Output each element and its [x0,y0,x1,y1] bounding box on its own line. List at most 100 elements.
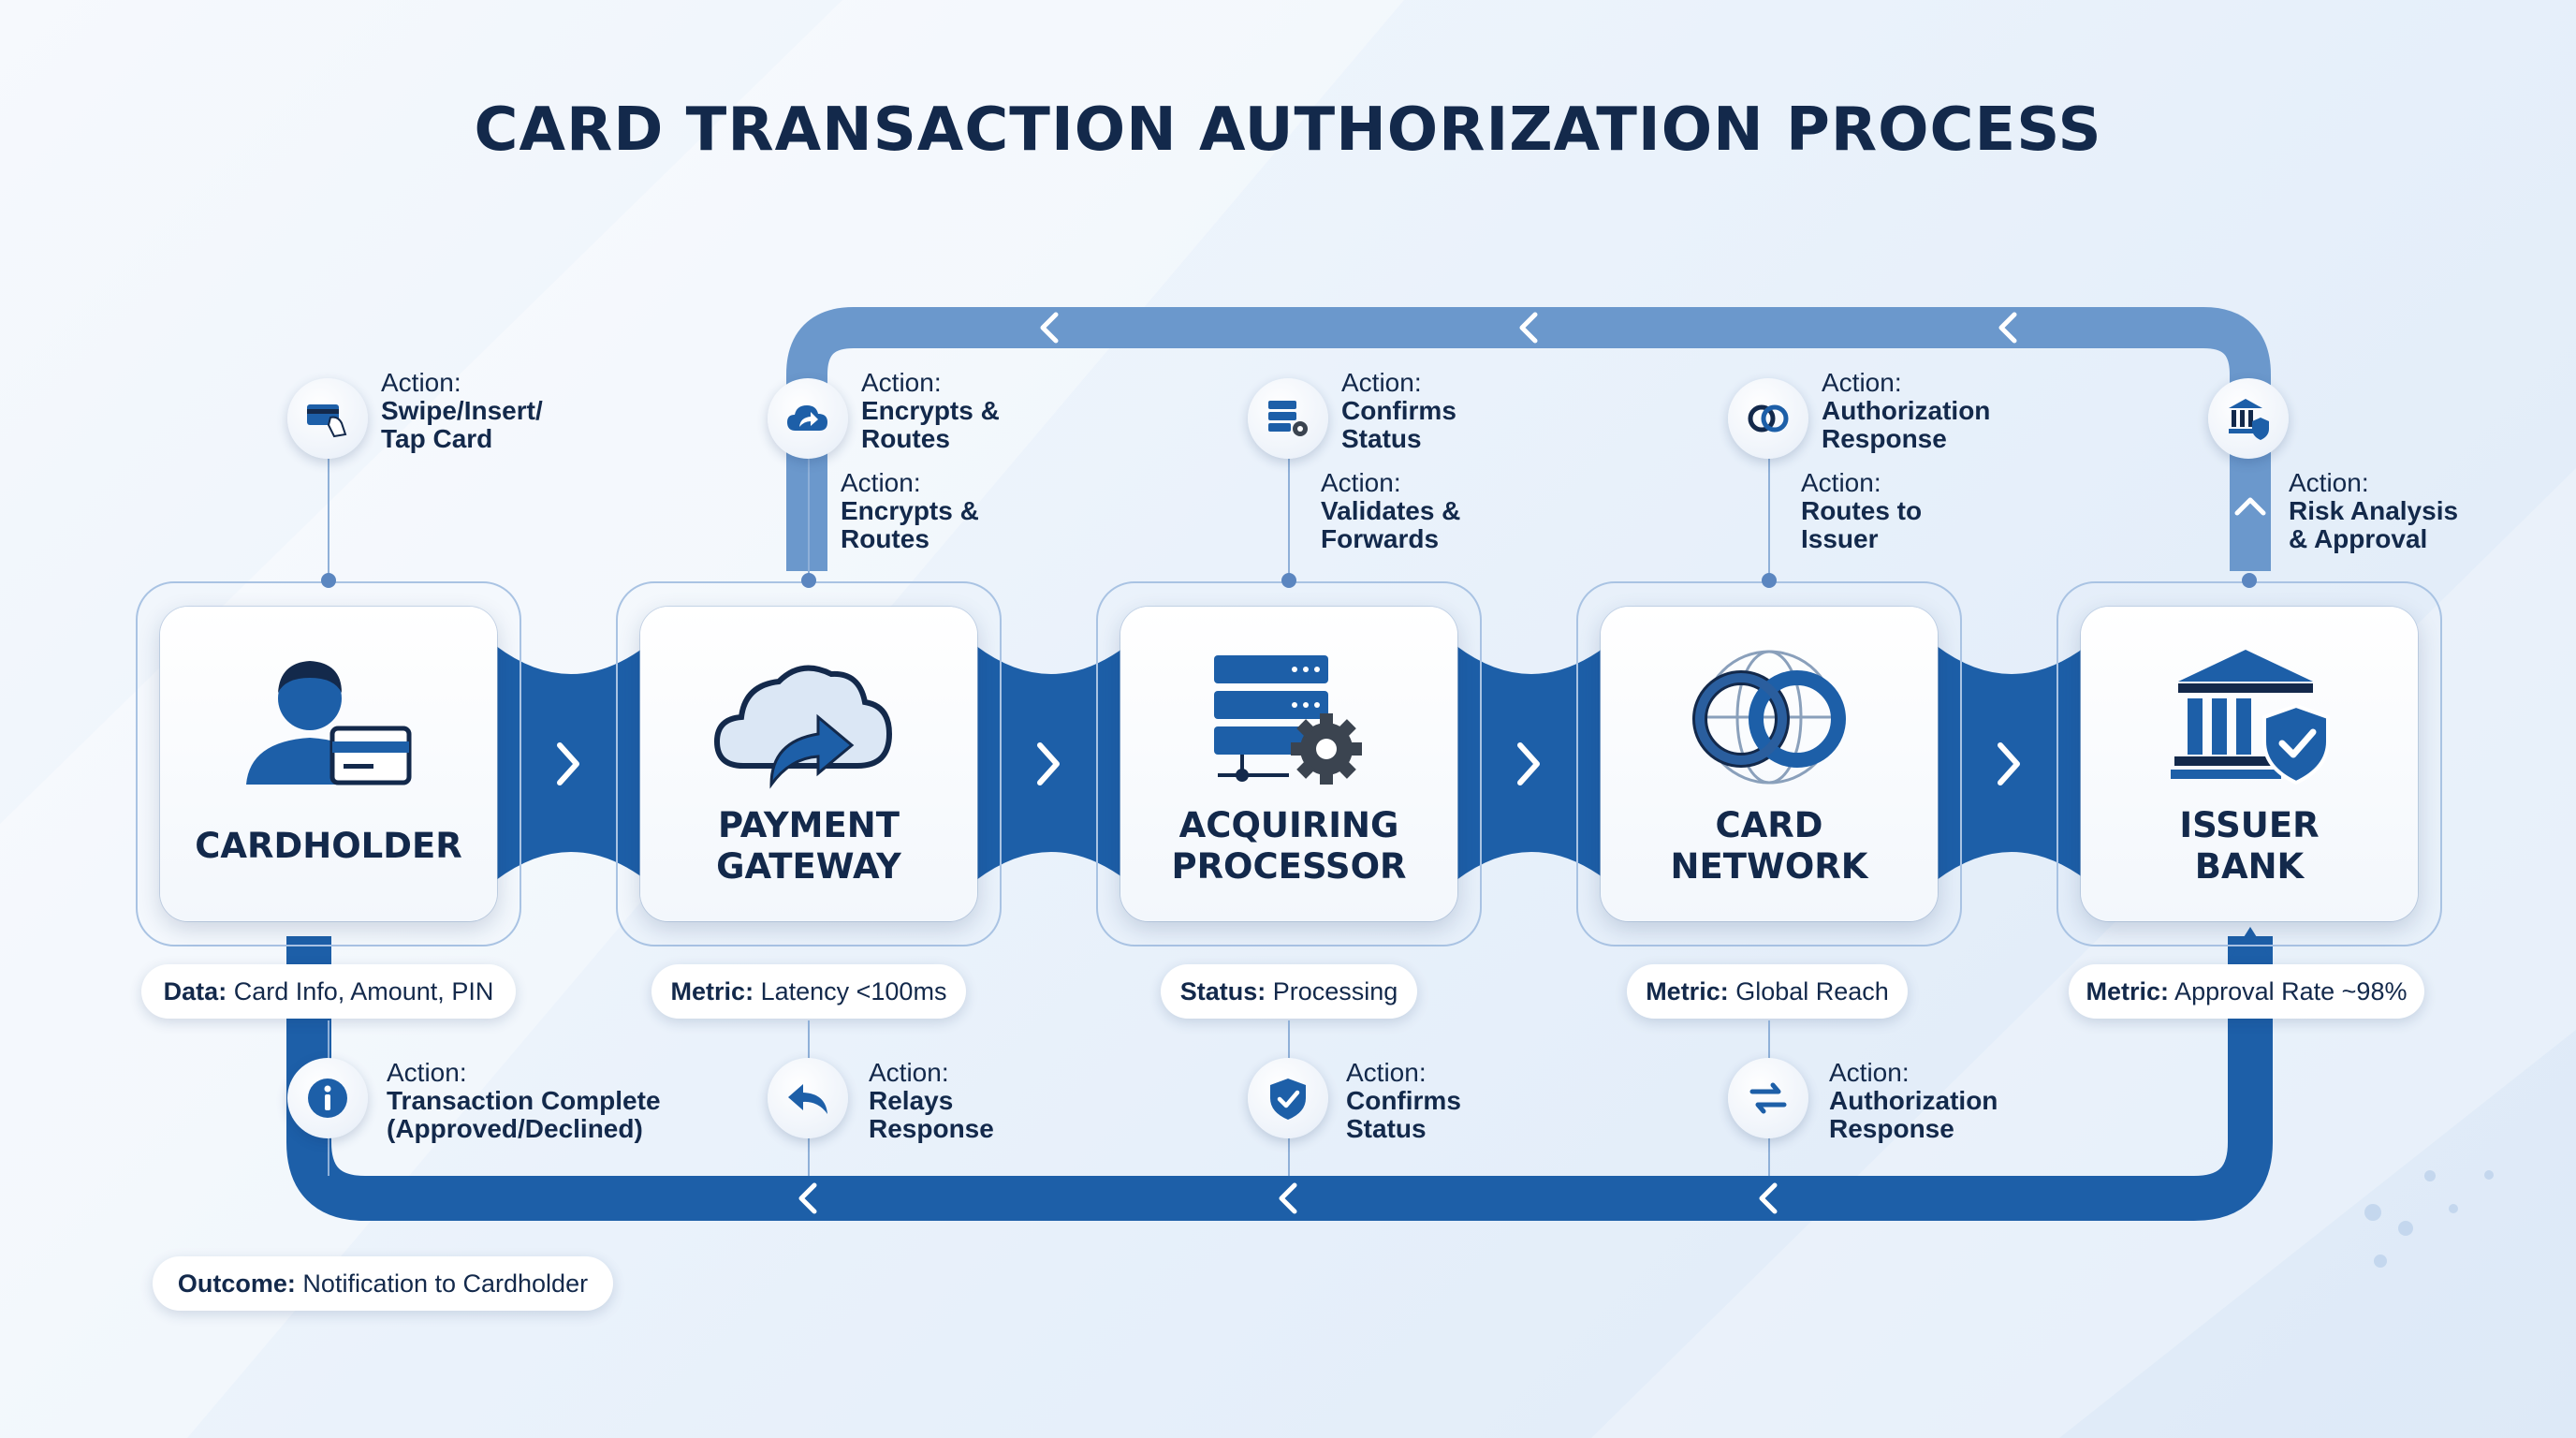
action-value: Transaction Complete [387,1086,661,1115]
decorative-dot [2424,1170,2436,1181]
metric-pill: Metric: Global Reach [1627,964,1908,1019]
decorative-dot [2398,1221,2413,1236]
connector-dot [1281,573,1296,588]
action-icon-badge [1728,1058,1808,1138]
top-action-text: Action: Authorization Response [1822,369,1990,453]
cardholder-icon [246,661,412,785]
outcome-value: Notification to Cardholder [295,1269,589,1298]
metric-value: Card Info, Amount, PIN [227,977,494,1005]
metric-value: Global Reach [1728,977,1889,1005]
connector-line [808,1020,810,1077]
server-gear-icon [1214,655,1362,785]
stage-card-card-network: CARD NETWORK [1601,607,1938,921]
connectors [496,646,2086,880]
loop-chevrons [798,312,2266,1214]
action-value: Encrypts & [861,396,1000,425]
action-key: Action: [387,1058,467,1087]
mid-action-text: Action: Validates & Forwards [1321,469,1460,553]
action-key: Action: [841,468,921,497]
connector-line [1288,459,1290,580]
action-value: Forwards [1321,524,1440,553]
action-value: & Approval [2289,524,2428,553]
action-key: Action: [869,1058,949,1087]
action-key: Action: [861,368,942,397]
connector-line [808,1135,810,1176]
connector-dot [801,573,816,588]
action-value: Issuer [1801,524,1879,553]
top-action-text: Action: Encrypts & Routes [861,369,1000,453]
action-value: (Approved/Declined) [387,1114,643,1143]
action-icon-badge [768,378,848,459]
action-value: Response [1829,1114,1954,1143]
metric-value: Latency <100ms [754,977,947,1005]
outcome-key: Outcome: [177,1269,296,1298]
action-value: Confirms [1346,1086,1461,1115]
decorative-dot [2484,1170,2494,1180]
connector-chevrons [557,742,2020,785]
top-return-loop [786,307,2271,571]
action-icon-badge [1248,378,1328,459]
action-key: Action: [1801,468,1881,497]
metric-pill: Status: Processing [1161,964,1417,1019]
linked-rings-icon [1692,650,1846,785]
decorative-dot [2364,1204,2381,1221]
metric-pill: Data: Card Info, Amount, PIN [141,964,516,1019]
bank-shield-icon [2229,399,2269,440]
stage-label: PAYMENT [718,805,900,845]
action-key: Action: [1346,1058,1427,1087]
bottom-action-text: Action: Transaction Complete (Approved/D… [387,1059,661,1143]
action-value: Authorization [1822,396,1991,425]
action-key: Action: [1822,368,1902,397]
cloud-upload-icon [713,665,893,789]
stage-label: CARD [1715,805,1823,845]
stage-card-payment-gateway: PAYMENT GATEWAY [640,607,977,921]
server-gear-icon [1268,401,1308,436]
action-key: Action: [2289,468,2369,497]
action-value: Tap Card [381,424,493,453]
action-icon-badge [2208,378,2289,459]
connector-dot [321,573,336,588]
connector-line [1768,459,1770,580]
info-icon [308,1078,347,1118]
action-value: Relays [869,1086,954,1115]
metric-key: Data: [163,977,227,1005]
connector-line [808,459,810,580]
connector-line [328,1135,329,1176]
stage-label: ACQUIRING [1178,805,1399,845]
connector-line [1288,1020,1290,1077]
action-icon-badge [287,378,368,459]
decorative-dot [2374,1255,2387,1268]
stage-card-cardholder: CARDHOLDER [160,607,497,921]
top-action-text: Action: Swipe/Insert/ Tap Card [381,369,543,453]
connector-dot [1762,573,1777,588]
action-value: Response [869,1114,994,1143]
action-value: Encrypts & [841,496,979,525]
connector-line [1288,1135,1290,1176]
page-title: CARD TRANSACTION AUTHORIZATION PROCESS [474,95,2102,165]
action-value: Response [1822,424,1947,453]
stage-card-acquiring-processor: ACQUIRING PROCESSOR [1120,607,1457,921]
stage-card-issuer-bank: ISSUER BANK [2081,607,2418,921]
action-value: Status [1341,424,1422,453]
connector-dot [2242,573,2257,588]
metric-pill: Metric: Latency <100ms [651,964,966,1019]
action-value: Authorization [1829,1086,1998,1115]
action-key: Action: [1829,1058,1910,1087]
connector-line [328,1020,329,1077]
connector-line [1768,1020,1770,1077]
action-value: Routes [841,524,929,553]
bank-shield-icon [2171,650,2330,785]
action-icon-badge [768,1058,848,1138]
action-value: Swipe/Insert/ [381,396,543,425]
bottom-action-text: Action: Relays Response [869,1059,994,1143]
connector-line [328,459,329,580]
stage-label: ISSUER [2179,805,2320,845]
action-icon-badge [1248,1058,1328,1138]
action-key: Action: [1321,468,1401,497]
action-icon-badge [1728,378,1808,459]
connector-line [1768,1135,1770,1176]
metric-key: Status: [1179,977,1266,1005]
stage-label: PROCESSOR [1171,846,1407,887]
action-key: Action: [1341,368,1422,397]
